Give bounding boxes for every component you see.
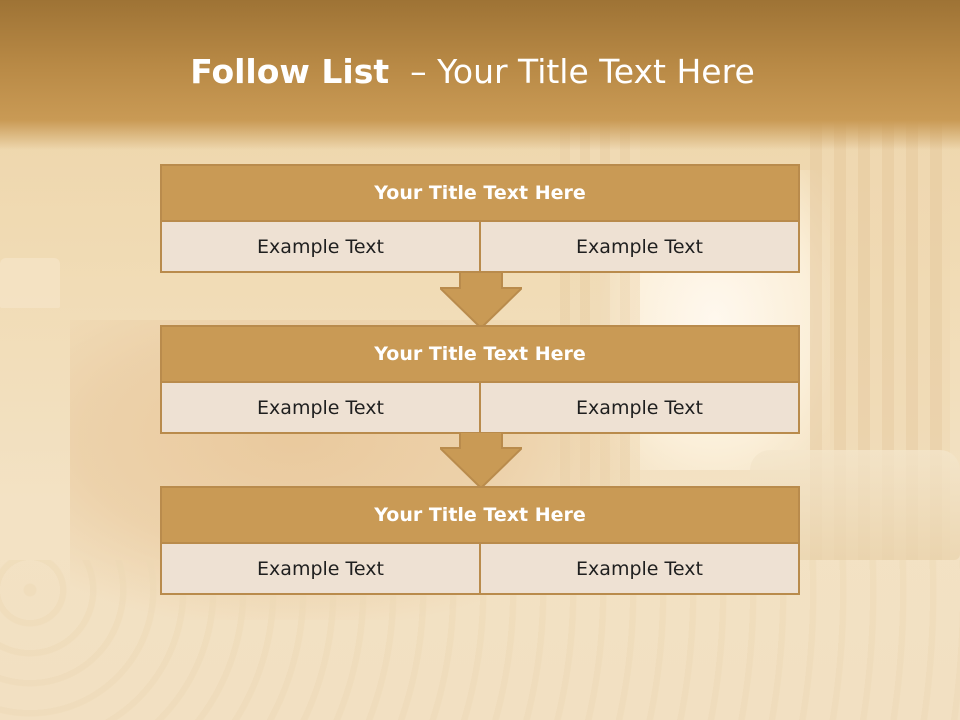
- step-box-3: Your Title Text Here Example Text Exampl…: [160, 486, 800, 595]
- step-box-1: Your Title Text Here Example Text Exampl…: [160, 164, 800, 273]
- slide-title-bold: Follow List: [190, 52, 390, 91]
- background-lamp: [0, 258, 60, 308]
- step-cell-left: Example Text: [162, 222, 479, 271]
- down-arrow-icon: [440, 432, 522, 488]
- step-cell-left: Example Text: [162, 383, 479, 432]
- step-cell-left: Example Text: [162, 544, 479, 593]
- slide-title-rest: – Your Title Text Here: [389, 52, 755, 91]
- step-cell-right: Example Text: [479, 383, 798, 432]
- step-row: Example Text Example Text: [162, 544, 798, 593]
- step-row: Example Text Example Text: [162, 222, 798, 271]
- step-heading: Your Title Text Here: [162, 327, 798, 383]
- step-box-2: Your Title Text Here Example Text Exampl…: [160, 325, 800, 434]
- step-heading: Your Title Text Here: [162, 488, 798, 544]
- step-cell-right: Example Text: [479, 544, 798, 593]
- header-band: [0, 0, 960, 150]
- slide-title: Follow List – Your Title Text Here: [0, 52, 945, 91]
- step-heading: Your Title Text Here: [162, 166, 798, 222]
- step-cell-right: Example Text: [479, 222, 798, 271]
- down-arrow-icon: [440, 272, 522, 328]
- step-row: Example Text Example Text: [162, 383, 798, 432]
